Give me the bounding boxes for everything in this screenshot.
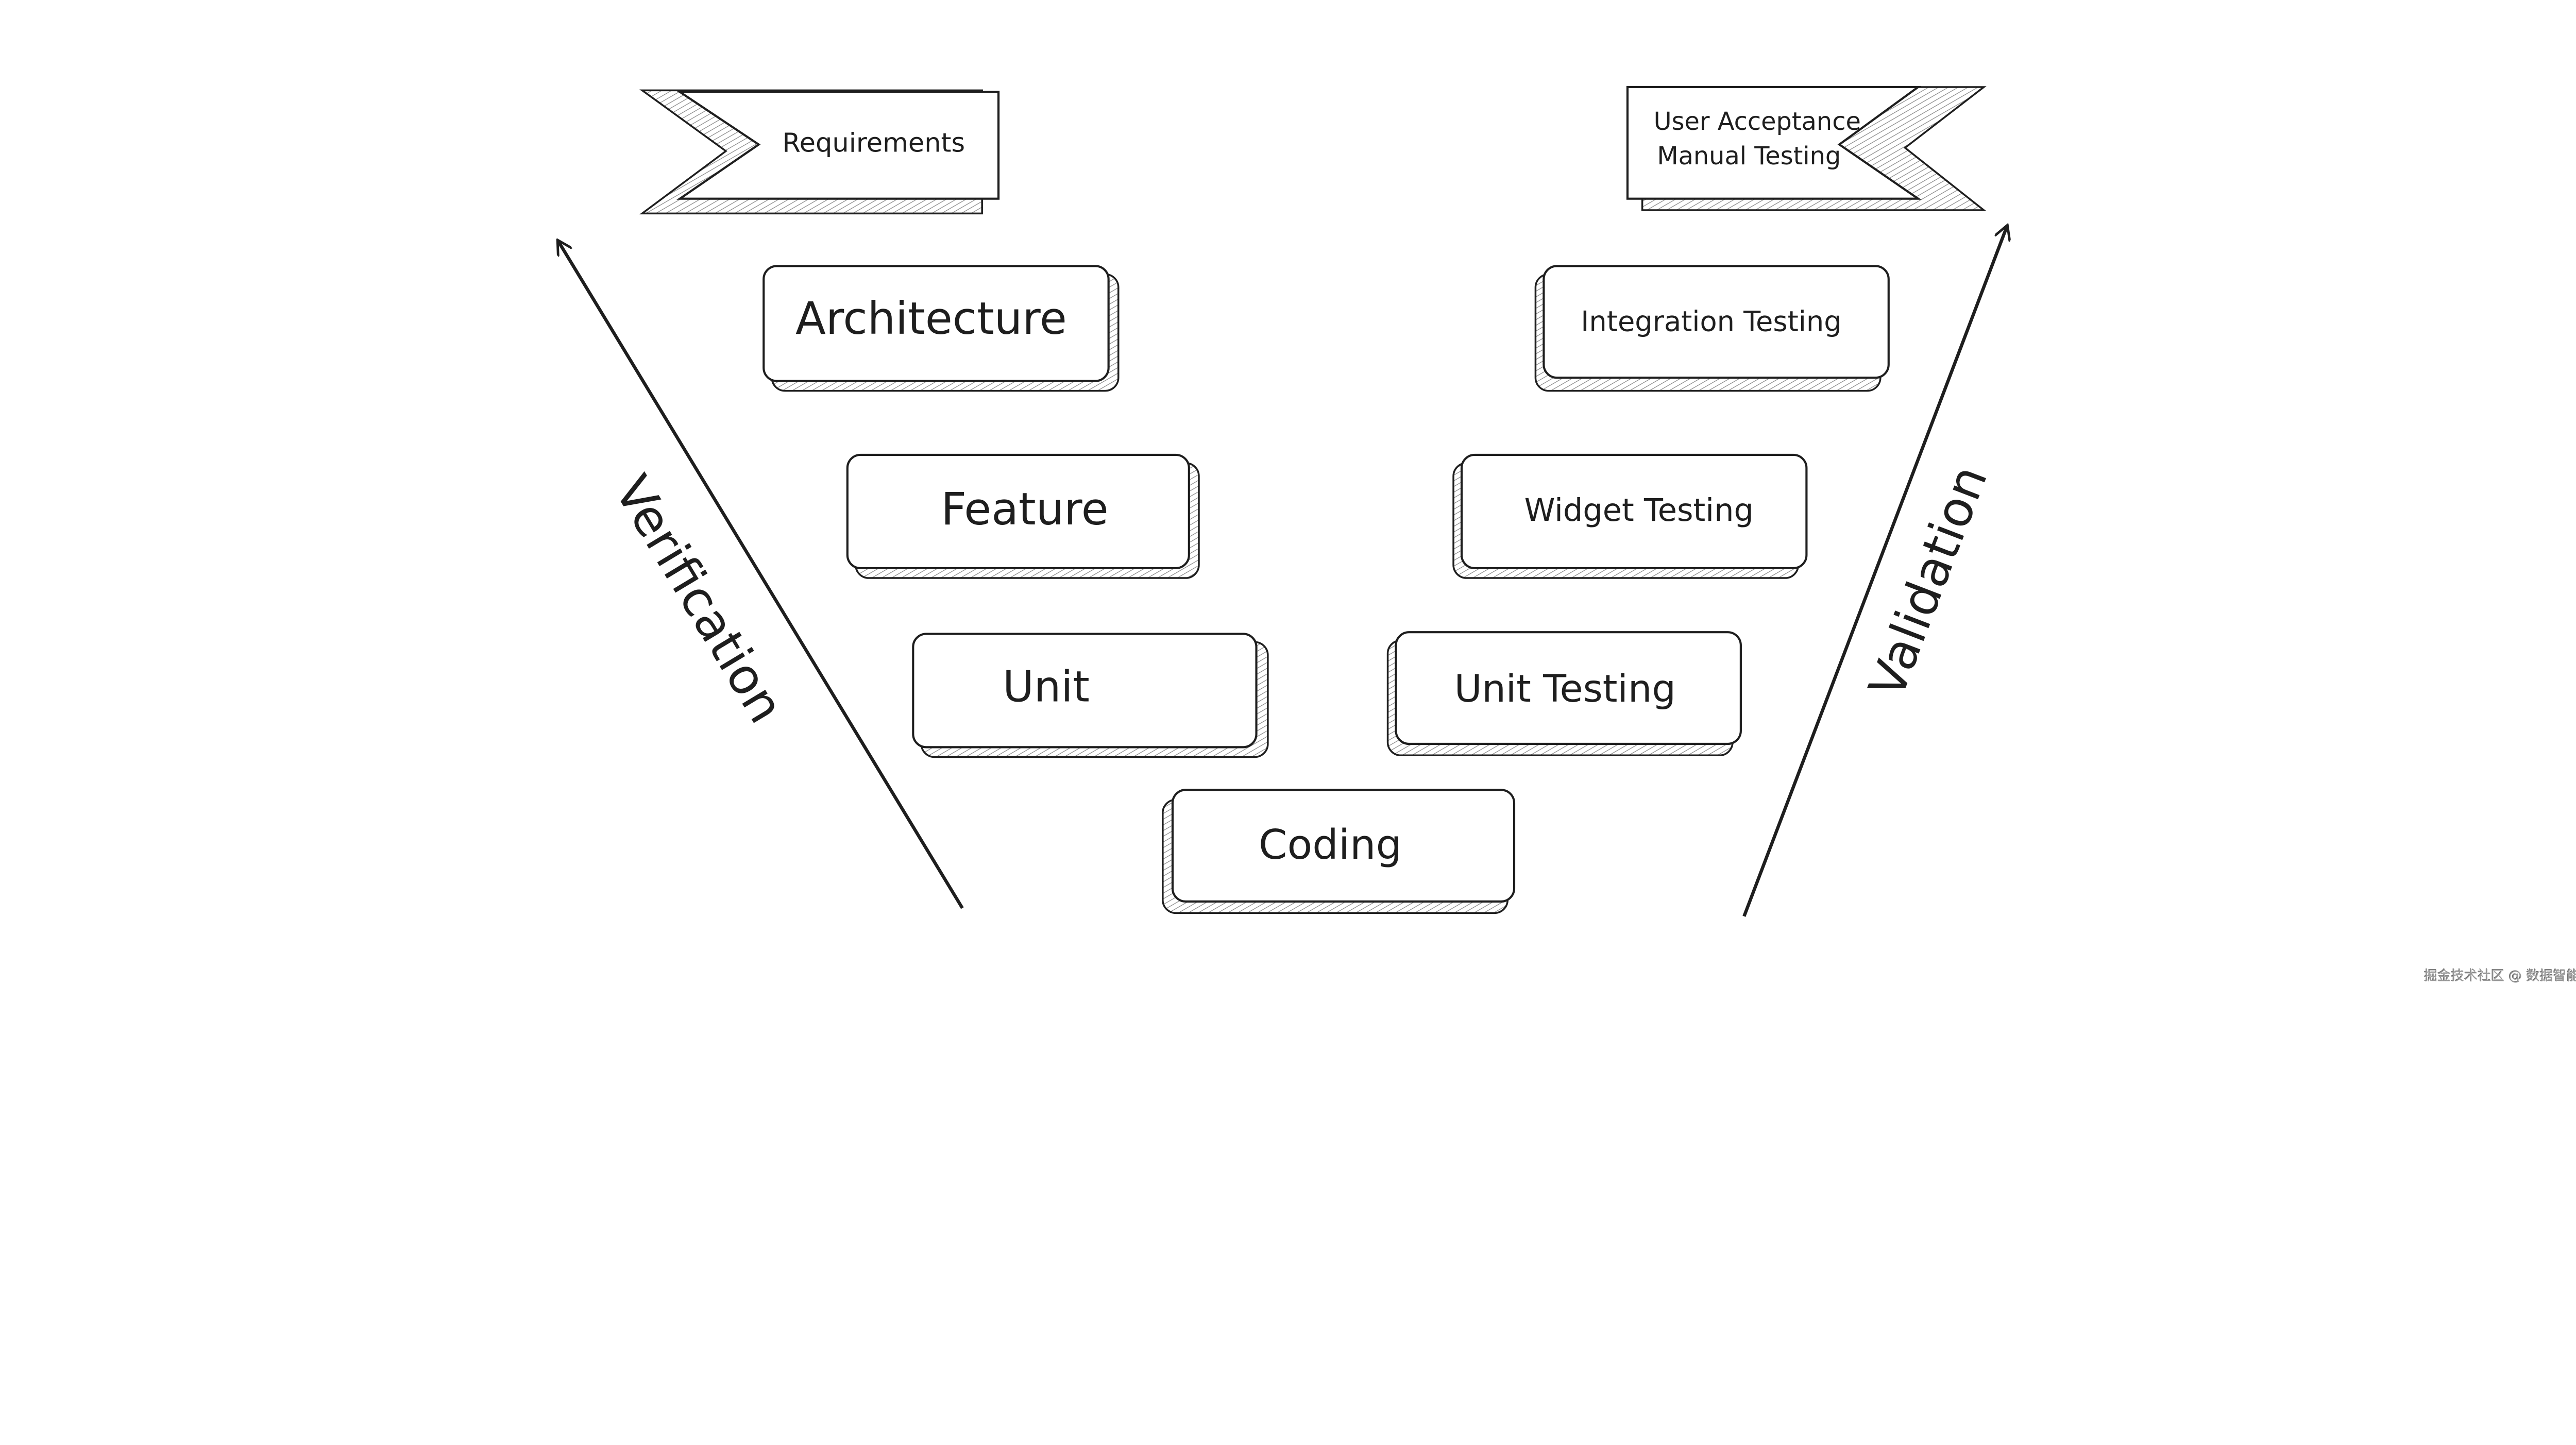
diagram-stage: Requirements User Acceptance Manual Test… (0, 86, 2576, 984)
verification-arrow (558, 242, 964, 909)
integration-testing-label: Integration Testing (1581, 305, 1841, 338)
requirements-label: Requirements (783, 128, 965, 159)
widget-testing-label: Widget Testing (1524, 492, 1754, 529)
user-acceptance-flag: User Acceptance Manual Testing (1626, 86, 1987, 211)
verification-label: Verification (603, 466, 795, 733)
requirements-flag: Requirements (639, 89, 1000, 215)
architecture-box: Architecture (762, 265, 1120, 392)
unit-box: Unit (912, 633, 1269, 758)
integration-testing-box: Integration Testing (1534, 265, 1890, 392)
feature-label: Feature (941, 484, 1109, 535)
validation-label: Validation (1858, 458, 1999, 706)
v-model-diagram: Requirements User Acceptance Manual Test… (0, 86, 2576, 917)
unit-label: Unit (1003, 662, 1090, 712)
coding-box: Coding (1162, 789, 1516, 914)
manual-testing-label: Manual Testing (1657, 142, 1841, 171)
validation-arrow (1742, 227, 2007, 917)
feature-box: Feature (846, 453, 1200, 579)
coding-label: Coding (1259, 821, 1402, 869)
architecture-label: Architecture (795, 293, 1067, 345)
unit-testing-label: Unit Testing (1454, 667, 1676, 711)
unit-testing-box: Unit Testing (1386, 631, 1742, 757)
watermark: 掘金技术社区 @ 数据智能老司机 (2424, 968, 2576, 984)
widget-testing-box: Widget Testing (1452, 453, 1808, 579)
user-acceptance-label: User Acceptance (1654, 108, 1861, 136)
